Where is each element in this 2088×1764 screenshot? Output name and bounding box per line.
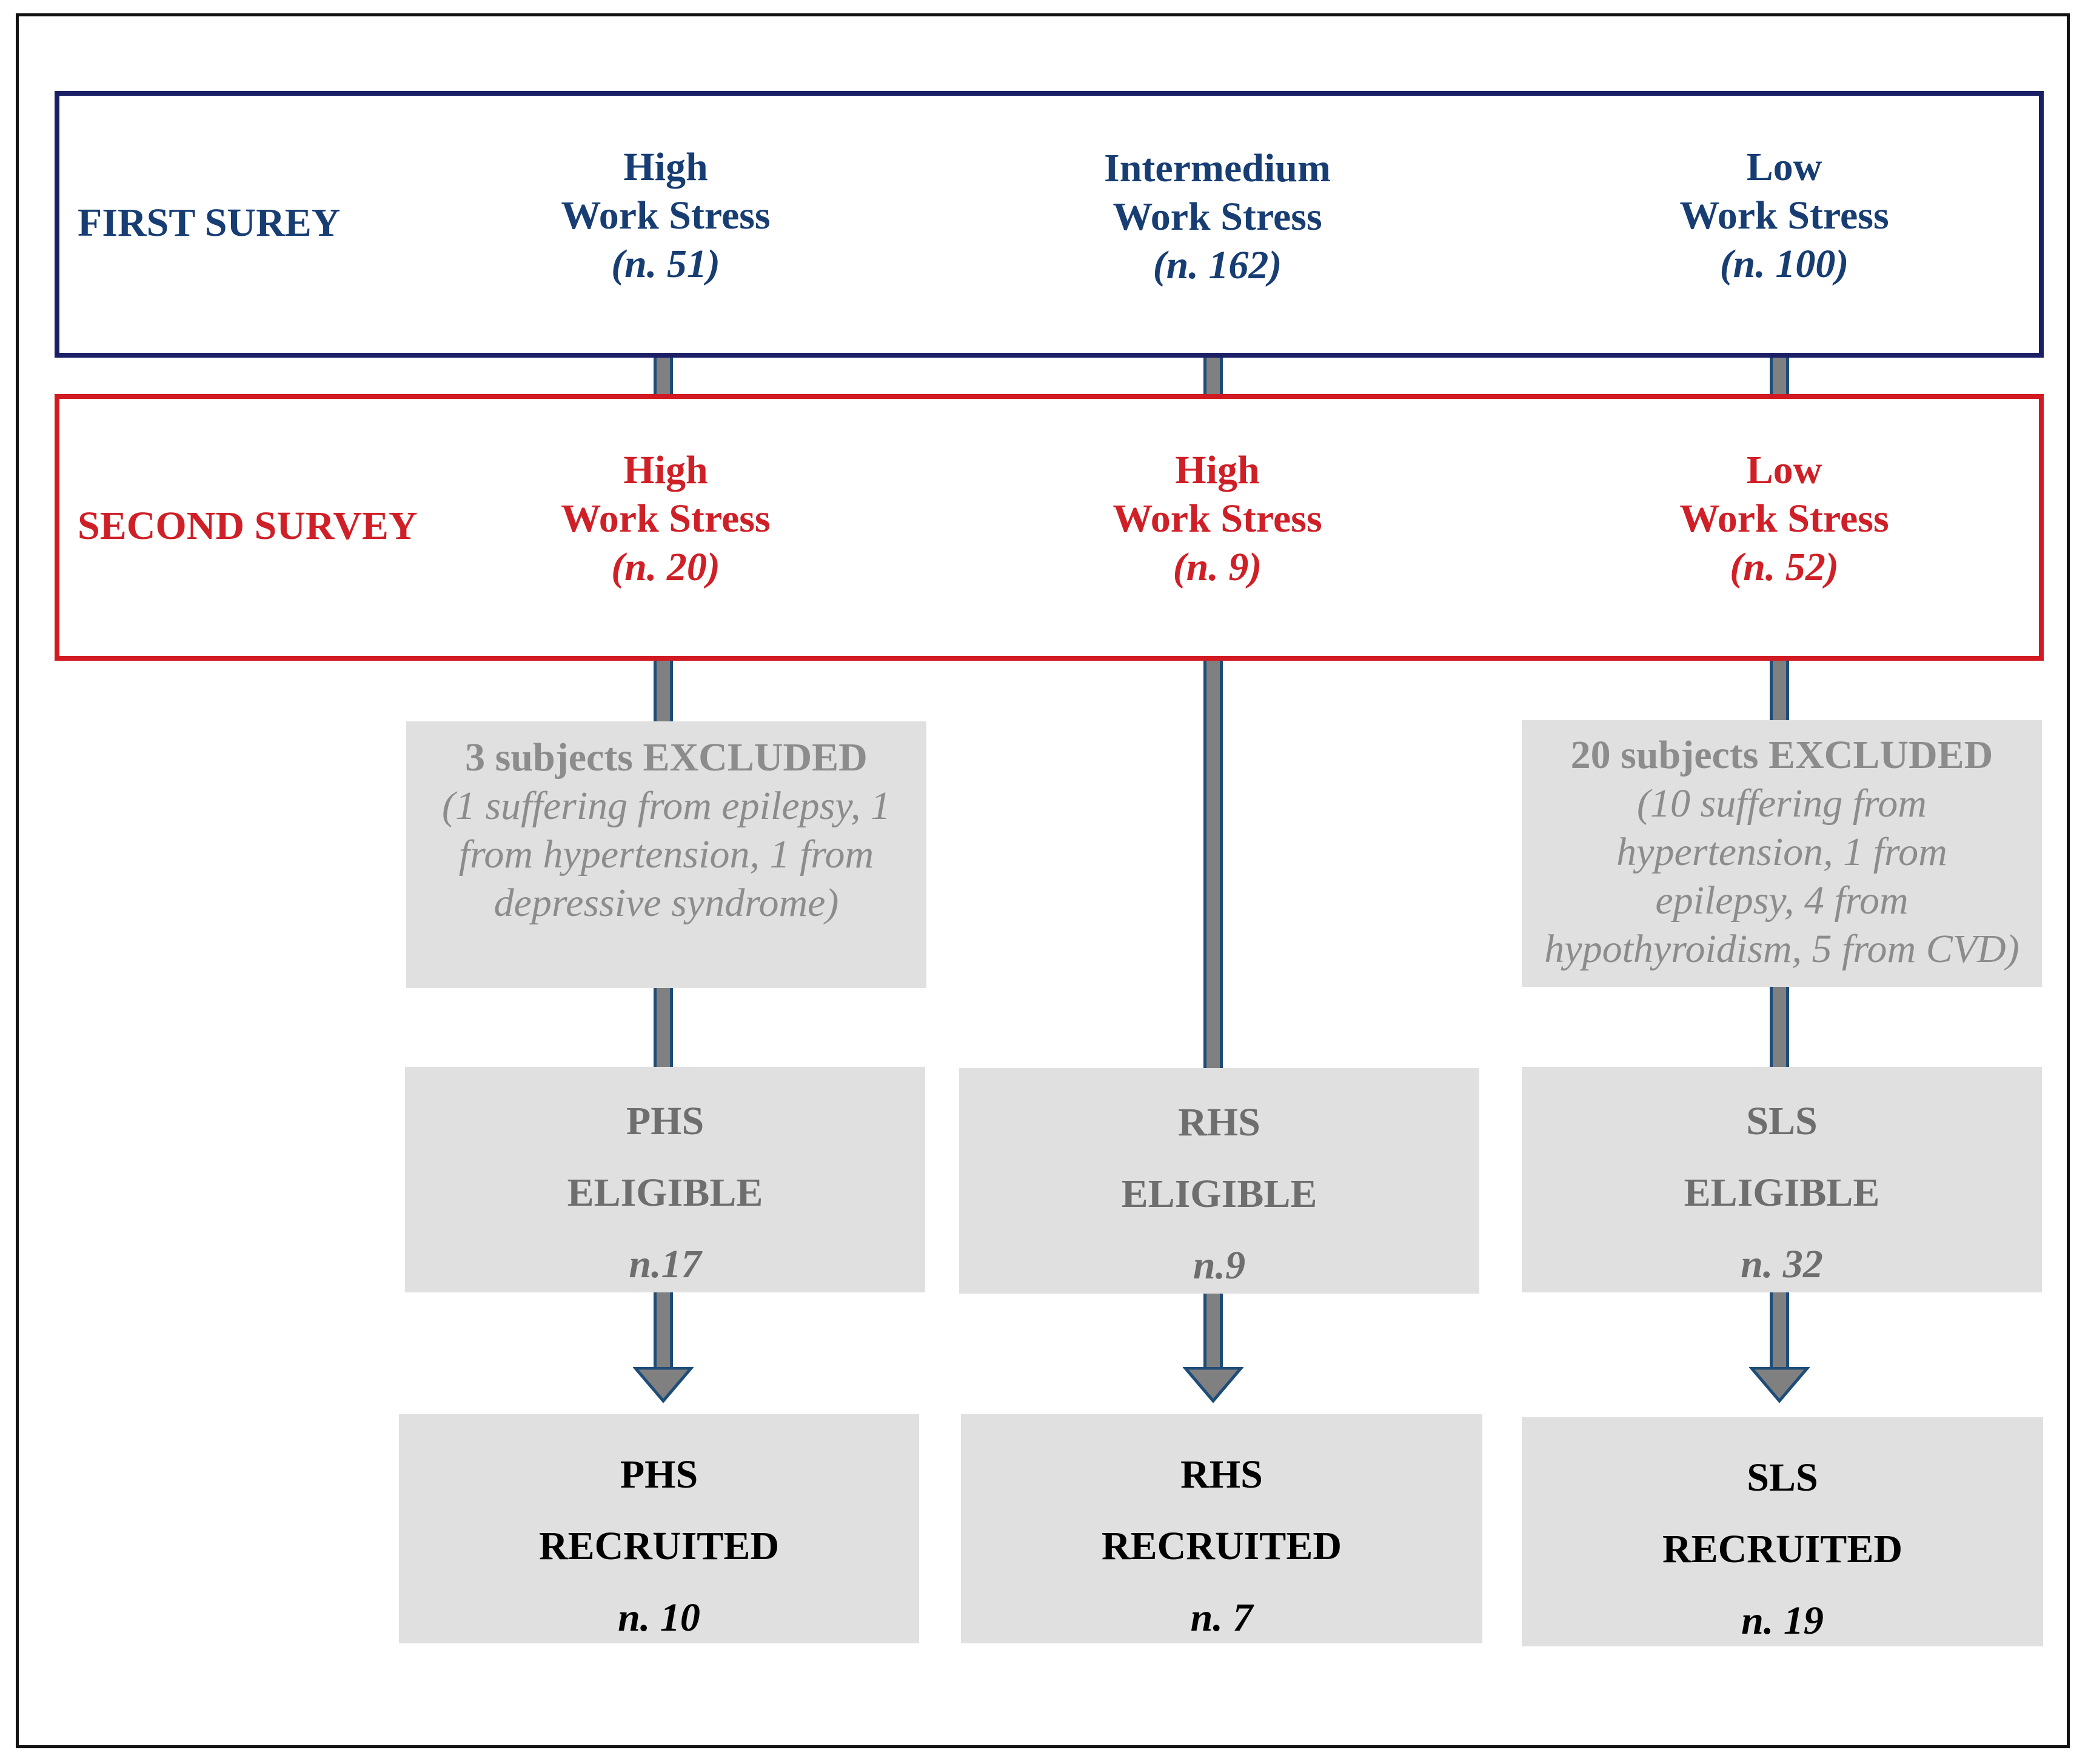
group-count: (n. 9) <box>1173 545 1262 589</box>
first-survey-box: FIRST SUREY High Work Stress (n. 51) Int… <box>55 91 2044 358</box>
exclusion-detail-line: depressive syndrome) <box>494 881 839 925</box>
eligible-count: n.9 <box>1193 1243 1246 1288</box>
eligible-count: n. 32 <box>1741 1242 1823 1286</box>
first-survey-group-intermedium: Intermedium Work Stress (n. 162) <box>1023 144 1411 290</box>
second-survey-title: SECOND SURVEY <box>78 504 418 548</box>
group-count: (n. 51) <box>611 242 720 286</box>
connector-first-high <box>654 358 673 394</box>
exclusion-detail-line: (1 suffering from epilepsy, 1 <box>442 784 891 828</box>
group-label: Work Stress <box>1679 193 1889 238</box>
exclusion-box-high: 3 subjects EXCLUDED (1 suffering from ep… <box>406 721 926 988</box>
group-level: Low <box>1746 145 1822 189</box>
connector-first-low <box>1770 358 1789 394</box>
group-level: High <box>1175 448 1260 492</box>
arrow-head-rhs <box>1183 1367 1243 1403</box>
recruited-status: RECRUITED <box>538 1524 780 1568</box>
recruited-group: SLS <box>1747 1455 1818 1500</box>
connector-first-intermedium <box>1203 358 1223 394</box>
eligible-box-phs: PHS ELIGIBLE n.17 <box>405 1067 925 1292</box>
group-count: (n. 100) <box>1719 242 1849 286</box>
arrow-shaft-phs <box>654 1292 673 1370</box>
exclusion-box-low: 20 subjects EXCLUDED (10 suffering from … <box>1522 720 2042 987</box>
eligible-box-rhs: RHS ELIGIBLE n.9 <box>959 1068 1479 1294</box>
group-level: Intermedium <box>1104 146 1331 190</box>
recruited-group: RHS <box>1180 1452 1263 1497</box>
exclusion-heading: 20 subjects EXCLUDED <box>1570 733 1993 777</box>
connector-second-low-to-exclusion <box>1770 661 1789 721</box>
second-survey-group-high: High Work Stress (n. 20) <box>472 446 860 592</box>
first-survey-group-low: Low Work Stress (n. 100) <box>1590 143 1978 289</box>
eligible-group: RHS <box>1178 1100 1260 1144</box>
group-level: High <box>623 448 708 492</box>
recruited-box-phs: PHS RECRUITED n. 10 <box>399 1414 919 1643</box>
exclusion-detail-line: epilepsy, 4 from <box>1655 878 1909 923</box>
arrow-shaft-rhs <box>1203 1292 1223 1370</box>
recruited-count: n. 19 <box>1741 1599 1824 1643</box>
group-level: High <box>623 145 708 189</box>
second-survey-box: SECOND SURVEY High Work Stress (n. 20) H… <box>55 394 2044 661</box>
group-label: Work Stress <box>561 193 771 238</box>
first-survey-group-high: High Work Stress (n. 51) <box>472 143 860 289</box>
second-survey-group-high-2: High Work Stress (n. 9) <box>1023 446 1411 592</box>
group-count: (n. 20) <box>611 545 720 589</box>
group-count: (n. 162) <box>1153 243 1282 287</box>
recruited-status: RECRUITED <box>1101 1524 1342 1568</box>
eligible-group: PHS <box>626 1099 704 1143</box>
group-label: Work Stress <box>1113 496 1322 541</box>
group-count: (n. 52) <box>1730 545 1839 589</box>
recruited-status: RECRUITED <box>1662 1527 1903 1571</box>
first-survey-title: FIRST SUREY <box>78 201 341 245</box>
eligible-count: n.17 <box>629 1242 701 1286</box>
arrow-head-phs <box>633 1367 694 1403</box>
connector-second-high2-to-eligible <box>1203 661 1223 1070</box>
recruited-box-rhs: RHS RECRUITED n. 7 <box>961 1414 1482 1643</box>
connector-second-high-to-exclusion <box>654 661 673 721</box>
eligible-status: ELIGIBLE <box>1684 1171 1880 1215</box>
eligible-status: ELIGIBLE <box>1121 1172 1317 1216</box>
group-label: Work Stress <box>561 496 771 541</box>
group-label: Work Stress <box>1679 496 1889 541</box>
arrow-shaft-sls <box>1770 1292 1789 1370</box>
exclusion-detail-line: hypertension, 1 from <box>1616 830 1947 874</box>
recruited-count: n. 10 <box>618 1595 700 1640</box>
figure-frame <box>16 13 2070 1748</box>
eligible-group: SLS <box>1746 1099 1818 1143</box>
eligible-box-sls: SLS ELIGIBLE n. 32 <box>1522 1067 2042 1292</box>
group-label: Work Stress <box>1113 195 1322 239</box>
recruited-count: n. 7 <box>1190 1595 1253 1640</box>
group-level: Low <box>1746 448 1822 492</box>
second-survey-group-low: Low Work Stress (n. 52) <box>1590 446 1978 592</box>
arrow-head-sls <box>1749 1367 1810 1403</box>
recruited-box-sls: SLS RECRUITED n. 19 <box>1522 1417 2043 1646</box>
eligible-status: ELIGIBLE <box>567 1171 763 1215</box>
exclusion-detail-line: hypothyroidism, 5 from CVD) <box>1544 927 2019 971</box>
exclusion-detail-line: from hypertension, 1 from <box>458 832 874 877</box>
connector-exclusion-to-sls-eligible <box>1770 987 1789 1067</box>
exclusion-detail-line: (10 suffering from <box>1637 781 1927 826</box>
connector-exclusion-to-phs-eligible <box>654 988 673 1067</box>
recruited-group: PHS <box>620 1452 698 1497</box>
exclusion-heading: 3 subjects EXCLUDED <box>465 735 868 780</box>
